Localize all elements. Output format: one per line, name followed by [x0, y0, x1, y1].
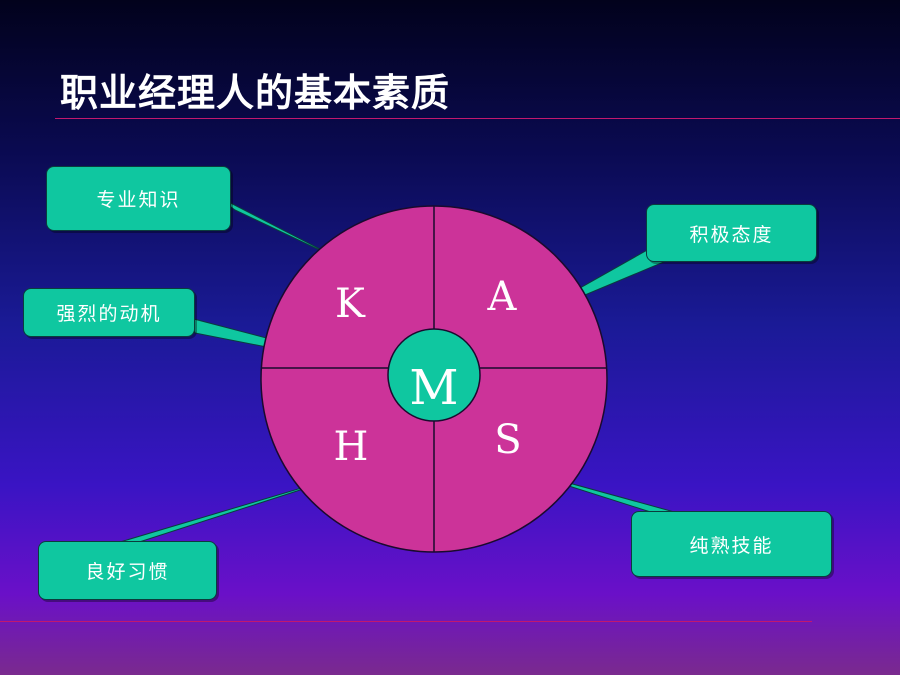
quadrant-a-label: A — [487, 274, 517, 320]
callout-skills: 纯熟技能 — [631, 511, 832, 577]
title-divider — [55, 118, 900, 119]
callout-attitude: 积极态度 — [646, 204, 817, 262]
quadrant-h-label: H — [333, 424, 369, 470]
footer-divider — [0, 621, 812, 622]
callout-motivation: 强烈的动机 — [23, 288, 195, 337]
callout-habits: 良好习惯 — [38, 541, 217, 600]
quadrant-k-label: K — [335, 281, 365, 327]
center-m-label: M — [409, 360, 459, 416]
center-circle — [387, 328, 481, 422]
quadrant-s-label: S — [494, 417, 522, 463]
slide-title: 职业经理人的基本素质 — [60, 71, 451, 115]
callout-knowledge: 专业知识 — [46, 166, 231, 231]
